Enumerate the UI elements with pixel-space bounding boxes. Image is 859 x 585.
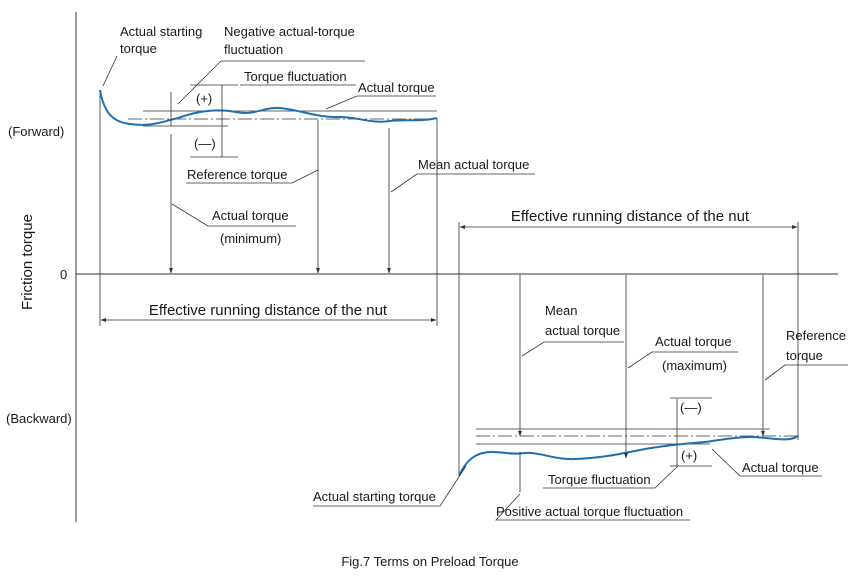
forward-label: (Forward) bbox=[8, 124, 64, 139]
label-fwd-effective-distance: Effective running distance of the nut bbox=[149, 302, 388, 319]
figure-caption: Fig.7 Terms on Preload Torque bbox=[341, 554, 518, 569]
label-fwd-torque-fluct: Torque fluctuation bbox=[244, 69, 347, 84]
leader-fwd-mean bbox=[390, 173, 535, 193]
backward-torque-curve bbox=[458, 435, 799, 477]
label-fwd-neg-fluct-2: fluctuation bbox=[224, 42, 283, 57]
label-fwd-neg-fluct-1: Negative actual-torque bbox=[224, 24, 355, 39]
zero-label: 0 bbox=[60, 267, 67, 282]
label-fwd-mean: Mean actual torque bbox=[418, 157, 529, 172]
label-bwd-minus: (—) bbox=[680, 400, 702, 415]
label-bwd-torque-fluct: Torque fluctuation bbox=[548, 472, 651, 487]
label-bwd-starting: Actual starting torque bbox=[313, 489, 436, 504]
label-fwd-reference: Reference torque bbox=[187, 167, 287, 182]
backward-label: (Backward) bbox=[6, 411, 72, 426]
label-bwd-max-2: (maximum) bbox=[662, 358, 727, 373]
label-bwd-reference-1: Reference bbox=[786, 328, 846, 343]
leader-fwd-neg-fluct bbox=[177, 60, 365, 105]
label-bwd-plus: (+) bbox=[681, 448, 697, 463]
forward-torque-curve bbox=[99, 89, 438, 126]
label-bwd-effective-distance: Effective running distance of the nut bbox=[511, 208, 750, 225]
leader-bwd-fluct bbox=[543, 465, 679, 489]
label-fwd-actual-torque: Actual torque bbox=[358, 80, 435, 95]
label-bwd-reference-2: torque bbox=[786, 348, 823, 363]
backward-section: Effective running distance of the nut Me… bbox=[313, 208, 848, 521]
label-fwd-min-2: (minimum) bbox=[220, 231, 281, 246]
label-fwd-plus: (+) bbox=[196, 91, 212, 106]
label-bwd-mean-2: actual torque bbox=[545, 323, 620, 338]
leader-bwd-pos-fluct bbox=[495, 493, 690, 521]
leader-fwd-min bbox=[171, 203, 296, 227]
label-fwd-min-1: Actual torque bbox=[212, 208, 289, 223]
leader-fwd-starting bbox=[102, 55, 118, 87]
leader-bwd-mean bbox=[521, 341, 624, 357]
label-fwd-starting-1: Actual starting bbox=[120, 24, 202, 39]
leader-fwd-reference bbox=[186, 169, 319, 184]
label-bwd-pos-fluct: Positive actual torque fluctuation bbox=[496, 504, 683, 519]
label-fwd-minus: (—) bbox=[194, 136, 216, 151]
leader-fwd-actual bbox=[325, 95, 436, 110]
leader-bwd-starting bbox=[313, 465, 467, 507]
leader-bwd-reference bbox=[764, 364, 848, 381]
forward-section: Actual starting torque Negative actual-t… bbox=[99, 24, 535, 326]
leader-bwd-actual bbox=[711, 448, 822, 477]
label-fwd-starting-2: torque bbox=[120, 41, 157, 56]
label-bwd-actual-torque: Actual torque bbox=[742, 460, 819, 475]
y-axis-label: Friction torque bbox=[19, 214, 36, 310]
leader-bwd-max bbox=[627, 351, 738, 369]
label-bwd-max-1: Actual torque bbox=[655, 334, 732, 349]
label-bwd-mean-1: Mean bbox=[545, 303, 578, 318]
